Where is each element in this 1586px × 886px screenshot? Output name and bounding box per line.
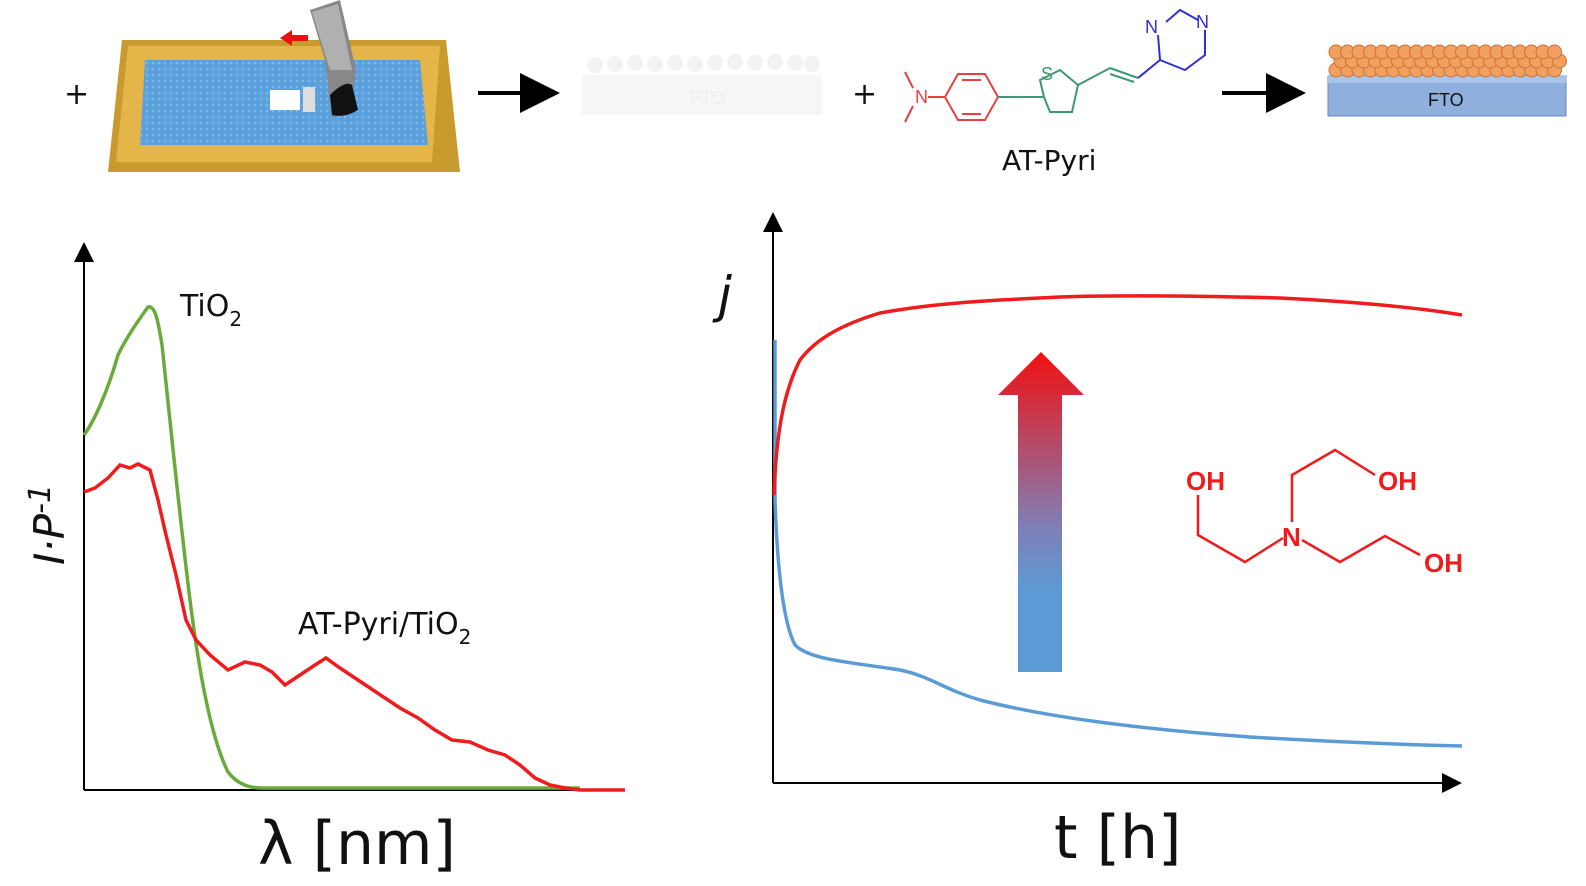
atom-label: N	[915, 87, 928, 107]
plus-sign: +	[64, 77, 89, 112]
tio2-nanoparticle	[1547, 44, 1562, 60]
x-axis-label: t [h]	[1054, 803, 1181, 873]
sensitized-fto-electrode: FTO	[1327, 44, 1567, 117]
x-axis-label: λ [nm]	[258, 809, 456, 879]
sample-slide	[270, 90, 300, 110]
tio2-spectrum-line	[82, 305, 580, 790]
at-pyri-tio2-spectrum-line	[83, 462, 625, 792]
at-pyri-tio2-series-label: AT-Pyri/TiO2	[298, 607, 471, 649]
at-pyri-molecule	[904, 8, 1206, 123]
increase-arrow-icon	[998, 352, 1084, 672]
y-axis-label: I·P-1	[23, 484, 74, 565]
hydroxyl-label: OH	[1424, 548, 1463, 578]
atom-label: N	[1145, 17, 1158, 37]
photocurrent-plot: j t [h]	[712, 212, 1463, 873]
tio2-series-label: TiO2	[179, 289, 242, 331]
molecule-name: AT-Pyri	[1002, 144, 1096, 177]
plus-sign: +	[852, 77, 877, 112]
hydroxyl-label: OH	[1378, 466, 1417, 496]
faded-substrate: FTO	[582, 54, 822, 115]
photocurrent-without-tea-line	[773, 340, 1463, 748]
dip-coating-tray	[108, 0, 460, 172]
atom-label: S	[1041, 64, 1053, 84]
triethanolamine-molecule: OH OH OH N	[1186, 448, 1463, 578]
absorption-plot: TiO2 AT-Pyri/TiO2 I·P-1 λ [nm]	[23, 242, 625, 879]
y-axis-label: j	[712, 266, 732, 324]
fto-label: FTO	[1428, 90, 1464, 110]
photocurrent-with-tea-line	[772, 294, 1463, 496]
nitrogen-label: N	[1282, 522, 1301, 552]
atom-label: N	[1196, 12, 1209, 32]
hydroxyl-label: OH	[1186, 466, 1225, 496]
faded-fto-label: FTO	[690, 88, 726, 108]
